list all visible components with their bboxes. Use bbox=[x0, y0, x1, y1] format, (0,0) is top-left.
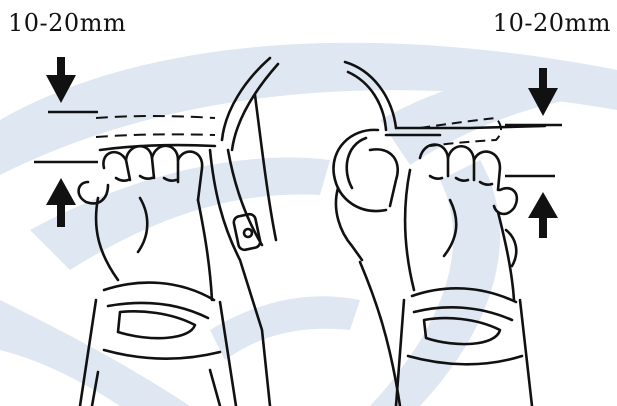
watermark-logo bbox=[0, 43, 617, 406]
right-measurement-label: 10-20mm bbox=[493, 8, 611, 38]
arrow-up-icon bbox=[528, 192, 558, 238]
left-helmet-strap bbox=[210, 58, 278, 406]
left-measurement-label: 10-20mm bbox=[8, 8, 126, 38]
